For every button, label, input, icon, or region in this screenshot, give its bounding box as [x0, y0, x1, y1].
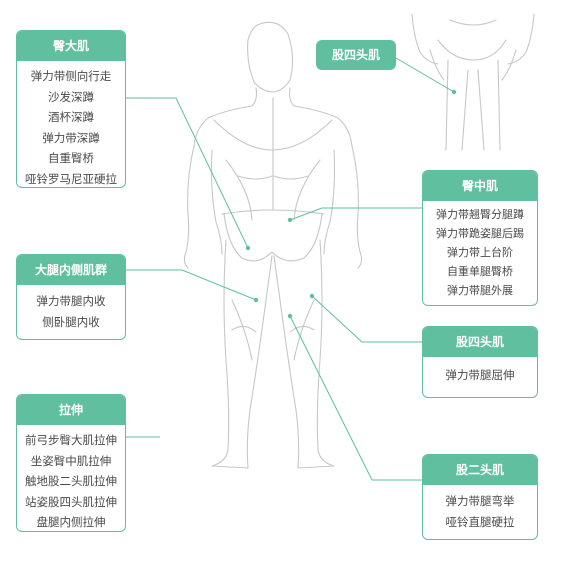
list-item: 弹力带翘臀分腿蹲	[436, 208, 524, 221]
front-view-quadriceps-label: 股四头肌	[316, 40, 396, 70]
list-item: 自重臀桥	[48, 151, 94, 165]
exercise-list: 弹力带侧向行走 沙发深蹲 酒杯深蹲 弹力带深蹲 自重臀桥 哑铃罗马尼亚硬拉	[17, 61, 125, 187]
back-figure	[183, 21, 363, 469]
card-gluteus-maximus: 臀大肌 弹力带侧向行走 沙发深蹲 酒杯深蹲 弹力带深蹲 自重臀桥 哑铃罗马尼亚硬…	[16, 30, 126, 188]
card-title: 臀中肌	[423, 171, 537, 201]
exercise-list: 前弓步臀大肌拉伸 坐姿臀中肌拉伸 触地股二头肌拉伸 站姿股四头肌拉伸 盘腿内侧拉…	[17, 425, 125, 531]
list-item: 弹力带上台阶	[447, 246, 513, 259]
exercise-list: 弹力带翘臀分腿蹲 弹力带跪姿腿后踢 弹力带上台阶 自重单腿臀桥 弹力带腿外展	[423, 201, 537, 304]
list-item: 弹力带跪姿腿后踢	[436, 227, 524, 240]
connector-dots	[245, 89, 457, 319]
card-title: 大腿内侧肌群	[17, 255, 125, 285]
front-figure-thumbnail	[411, 13, 535, 151]
list-item: 弹力带腿外展	[447, 284, 513, 297]
exercise-list: 弹力带腿屈伸	[423, 357, 537, 391]
list-item: 侧卧腿内收	[42, 314, 100, 329]
list-item: 坐姿臀中肌拉伸	[30, 453, 112, 468]
list-item: 弹力带侧向行走	[30, 69, 112, 83]
exercise-list: 弹力带腿弯举 哑铃直腿硬拉	[423, 485, 537, 537]
exercise-list: 弹力带腿内收 侧卧腿内收	[17, 285, 125, 337]
list-item: 哑铃直腿硬拉	[445, 514, 515, 529]
list-item: 前弓步臀大肌拉伸	[25, 433, 117, 447]
card-title: 拉伸	[17, 395, 125, 425]
card-title: 臀大肌	[17, 31, 125, 61]
card-hamstrings: 股二头肌 弹力带腿弯举 哑铃直腿硬拉	[422, 454, 538, 540]
list-item: 站姿股四头肌拉伸	[25, 494, 117, 509]
connector-lines	[126, 57, 455, 481]
card-title: 股二头肌	[423, 455, 537, 485]
list-item: 盘腿内侧拉伸	[36, 515, 106, 529]
list-item: 沙发深蹲	[48, 89, 94, 104]
card-gluteus-medius: 臀中肌 弹力带翘臀分腿蹲 弹力带跪姿腿后踢 弹力带上台阶 自重单腿臀桥 弹力带腿…	[422, 170, 538, 306]
card-adductors: 大腿内侧肌群 弹力带腿内收 侧卧腿内收	[16, 254, 126, 340]
list-item: 弹力带腿屈伸	[445, 368, 515, 382]
list-item: 哑铃罗马尼亚硬拉	[25, 171, 117, 186]
card-stretching: 拉伸 前弓步臀大肌拉伸 坐姿臀中肌拉伸 触地股二头肌拉伸 站姿股四头肌拉伸 盘腿…	[16, 394, 126, 532]
list-item: 弹力带腿内收	[36, 294, 106, 308]
list-item: 酒杯深蹲	[48, 110, 94, 124]
list-item: 触地股二头肌拉伸	[25, 474, 117, 488]
list-item: 弹力带深蹲	[42, 130, 100, 145]
card-title: 股四头肌	[423, 327, 537, 357]
list-item: 弹力带腿弯举	[445, 494, 515, 508]
card-quadriceps: 股四头肌 弹力带腿屈伸	[422, 326, 538, 398]
list-item: 自重单腿臀桥	[447, 265, 513, 278]
